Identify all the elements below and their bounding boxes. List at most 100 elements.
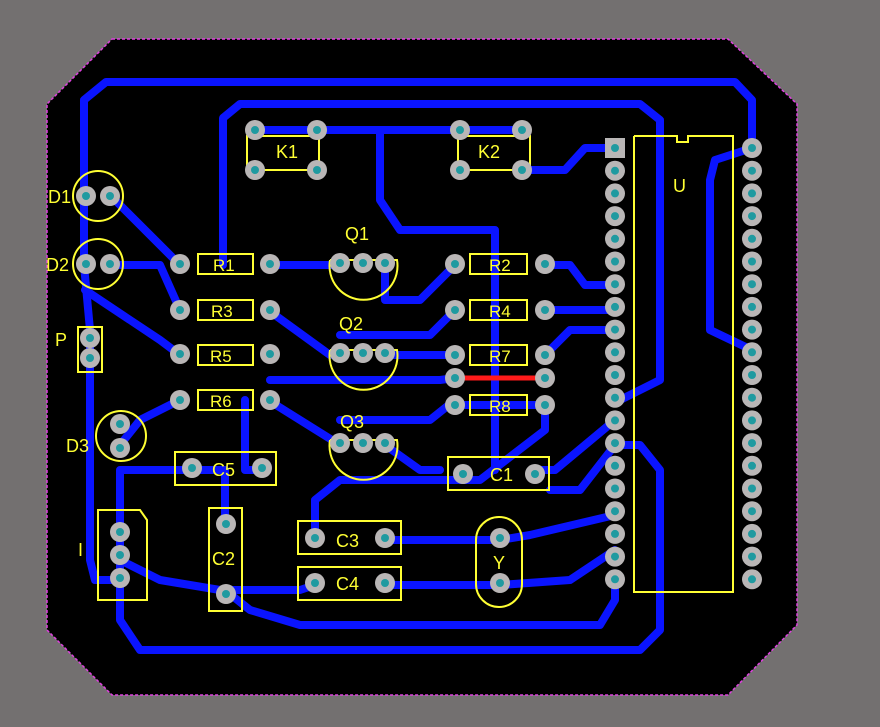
pad-hole <box>459 470 467 478</box>
pad-hole <box>541 306 549 314</box>
ic-pin-hole <box>748 575 756 584</box>
pad-hole <box>116 528 124 536</box>
pad-hole <box>266 350 274 358</box>
label-r2: R2 <box>489 256 511 275</box>
r5-outline <box>197 344 254 366</box>
pad-hole <box>82 260 90 268</box>
label-i: I <box>78 540 83 560</box>
pad-hole <box>336 439 344 447</box>
pads <box>76 120 762 604</box>
label-d1: D1 <box>48 187 71 207</box>
u-outline <box>633 135 734 593</box>
r4-outline <box>469 299 528 321</box>
ic-pin-hole <box>748 166 756 175</box>
p-outline <box>77 326 103 373</box>
ic-pin-hole <box>611 552 619 561</box>
ic-pin-hole <box>611 371 619 379</box>
label-r6: R6 <box>210 392 232 411</box>
pad-hole <box>311 534 319 542</box>
ic-pin-hole <box>748 371 756 379</box>
ic-pin-hole <box>611 575 619 584</box>
ic-pin-hole <box>748 189 756 198</box>
d3-outline <box>95 410 147 462</box>
pad-hole <box>222 520 230 528</box>
pad-hole <box>456 126 464 134</box>
label-u: U <box>673 176 686 196</box>
pad-hole <box>82 192 90 200</box>
pad-hole <box>176 306 184 314</box>
pad-hole <box>336 349 344 357</box>
c5-outline <box>174 451 277 486</box>
c3-outline <box>297 520 402 555</box>
pad-hole <box>266 260 274 268</box>
ic-pin-hole <box>611 439 619 448</box>
ic-pin-hole <box>748 529 756 538</box>
pad-hole <box>359 349 367 357</box>
pad-hole <box>251 166 259 174</box>
pad-hole <box>456 166 464 174</box>
label-r4: R4 <box>489 302 511 321</box>
pad-hole <box>176 260 184 268</box>
ic-pin-hole <box>748 552 756 561</box>
q3-outline <box>328 439 399 481</box>
pad-hole <box>359 439 367 447</box>
ic-pin-hole <box>748 348 756 357</box>
pad-hole <box>251 126 259 134</box>
r3-outline <box>197 299 254 321</box>
pad-hole <box>116 551 124 559</box>
pad-hole <box>451 401 459 409</box>
ic-pin-hole <box>611 393 619 402</box>
ic-pin-hole <box>748 257 756 266</box>
ic-pin-hole <box>611 280 619 289</box>
label-d2: D2 <box>46 255 69 275</box>
ic-pin-hole <box>611 302 619 311</box>
r8-outline <box>469 394 528 416</box>
r7-outline <box>469 344 528 366</box>
ic-pin-hole <box>611 416 619 425</box>
label-r3: R3 <box>211 302 233 321</box>
label-q3: Q3 <box>340 412 364 432</box>
pad-hole <box>451 374 459 382</box>
pad-hole <box>266 306 274 314</box>
ic-pin-hole <box>748 234 756 243</box>
pad-hole <box>188 464 196 472</box>
label-c1: C1 <box>490 465 513 485</box>
pad-hole <box>451 306 459 314</box>
label-c2: C2 <box>212 549 235 569</box>
pad-hole <box>222 590 230 598</box>
label-r8: R8 <box>489 397 511 416</box>
ic-pin-hole <box>611 257 619 266</box>
pad-hole <box>116 574 124 582</box>
ic-pin-hole <box>611 529 619 538</box>
pad-hole <box>313 166 321 174</box>
ic-pin-hole <box>611 507 619 516</box>
ic-pin-hole <box>748 461 756 470</box>
ic-pin-hole <box>748 144 756 152</box>
r6-outline <box>197 389 254 411</box>
component-labels: K1 K2 U D1 D2 P D3 I Q1 Q2 Q3 R1 R3 R5 R… <box>46 142 686 594</box>
ic-pin-hole <box>611 484 619 493</box>
pad-hole <box>86 334 94 342</box>
q2-outline <box>328 349 399 391</box>
label-d3: D3 <box>66 436 89 456</box>
ic-pin-hole <box>748 393 756 402</box>
pad-hole <box>176 350 184 358</box>
ic-pin-hole <box>611 234 619 243</box>
ic-pin-hole <box>748 302 756 311</box>
pad-hole <box>541 260 549 268</box>
pad-hole <box>518 166 526 174</box>
label-q2: Q2 <box>339 314 363 334</box>
ic-pin-hole <box>748 212 756 221</box>
pad-hole <box>381 579 389 587</box>
label-c4: C4 <box>336 574 359 594</box>
pad-hole <box>311 579 319 587</box>
pad-hole <box>451 260 459 268</box>
pad-hole <box>266 396 274 404</box>
label-k1: K1 <box>276 142 298 162</box>
label-y: Y <box>493 553 505 573</box>
k2-outline <box>457 135 531 171</box>
pad-hole <box>496 534 504 542</box>
ic-pin-hole <box>611 348 619 357</box>
pad-hole <box>541 351 549 359</box>
